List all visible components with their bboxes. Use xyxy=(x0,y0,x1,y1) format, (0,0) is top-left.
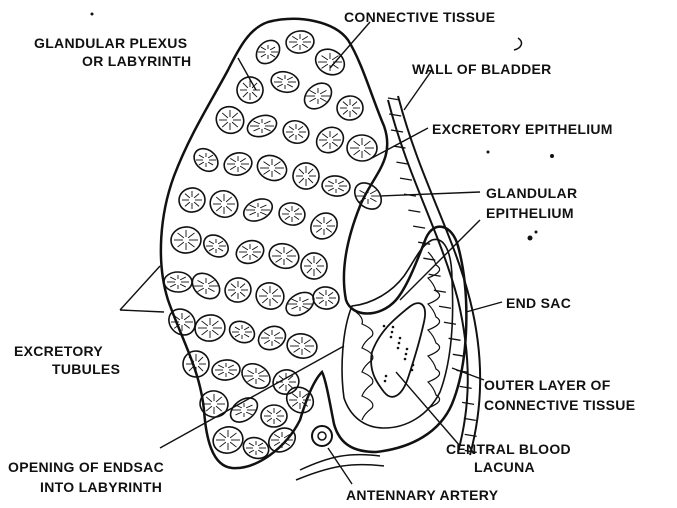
label-outer-layer-line1: OUTER LAYER OF xyxy=(484,377,611,393)
label-excretory-tubules-line2: TUBULES xyxy=(52,361,120,377)
central-blood-lacuna xyxy=(371,303,425,397)
bladder-wall-inner xyxy=(388,100,468,452)
label-excretory-tubules-line1: EXCRETORY xyxy=(14,343,103,359)
label-central-blood-line2: LACUNA xyxy=(474,459,535,475)
tubule-cell xyxy=(252,36,285,69)
tubule-cell xyxy=(288,158,324,194)
label-central-blood-line1: CENTRAL BLOOD xyxy=(446,441,571,457)
label-wall-of-bladder: WALL OF BLADDER xyxy=(412,61,552,77)
tubule-cell xyxy=(178,346,215,383)
tubule-cell xyxy=(164,304,201,341)
tubule-cell xyxy=(252,279,288,314)
tubule-cell xyxy=(222,275,253,305)
tubule-cell xyxy=(299,78,336,114)
tubule-cell xyxy=(245,112,280,141)
tubule-cell xyxy=(269,69,301,95)
tubule-cell xyxy=(211,101,249,138)
tubule-cell xyxy=(306,208,343,244)
tubule-cell xyxy=(285,331,319,360)
label-outer-layer-line2: CONNECTIVE TISSUE xyxy=(484,397,635,413)
tubule-cell xyxy=(336,95,363,120)
tubule-cell xyxy=(210,423,246,456)
tubule-cell xyxy=(261,405,287,427)
leader-opening xyxy=(160,346,344,448)
label-glandular-plexus-line1: GLANDULAR PLEXUS xyxy=(34,35,187,51)
tubule-cell xyxy=(254,151,291,185)
tubule-cell xyxy=(226,317,258,347)
tubule-cell xyxy=(193,313,227,344)
leader-excretory-epithelium xyxy=(372,128,428,158)
excretory-tubules-group xyxy=(164,29,387,462)
tubule-cell xyxy=(211,359,241,381)
tubule-cell xyxy=(280,118,312,147)
artery-vessel xyxy=(296,455,384,480)
tubule-cell xyxy=(190,144,223,176)
tubule-cell xyxy=(200,231,233,262)
tubule-cell xyxy=(285,29,316,55)
label-glandular-epithelium-line2: EPITHELIUM xyxy=(486,205,574,221)
leader-excretory-tubules-2 xyxy=(120,310,164,312)
tubule-cell xyxy=(187,268,224,304)
tubule-cell xyxy=(233,237,267,267)
tubule-cell xyxy=(206,186,243,222)
tubule-cell xyxy=(240,195,276,226)
antennary-artery xyxy=(312,426,332,446)
tubule-cell xyxy=(321,174,351,197)
tubule-cell xyxy=(226,393,262,427)
tubule-cell xyxy=(312,286,340,311)
tubule-cell xyxy=(255,322,290,354)
label-connective-tissue: CONNECTIVE TISSUE xyxy=(344,9,495,25)
leader-glandular-epithelium-2 xyxy=(400,220,480,300)
label-glandular-epithelium-line1: GLANDULAR xyxy=(486,185,577,201)
label-excretory-epithelium: EXCRETORY EPITHELIUM xyxy=(432,121,613,137)
tubule-cell xyxy=(311,44,349,80)
tubule-cell xyxy=(296,248,332,284)
tubule-cell xyxy=(222,150,254,178)
label-glandular-plexus-line2: OR LABYRINTH xyxy=(82,53,191,69)
stray-mark-hook xyxy=(514,38,521,50)
leader-glandular-plexus xyxy=(238,58,256,90)
tubule-cell xyxy=(266,240,302,272)
tubule-cell xyxy=(164,272,192,292)
leader-glandular-epithelium-1 xyxy=(380,192,480,196)
leader-excretory-tubules-1 xyxy=(120,266,160,310)
end-sac-wall xyxy=(342,239,453,428)
tubule-cell xyxy=(282,288,318,321)
label-antennary-artery: ANTENNARY ARTERY xyxy=(346,487,499,503)
label-opening-line1: OPENING OF ENDSAC xyxy=(8,459,164,475)
tubule-cell xyxy=(170,226,202,254)
tubule-cell xyxy=(312,122,349,158)
tubule-cell xyxy=(277,201,307,228)
label-end-sac: END SAC xyxy=(506,295,571,311)
tubule-cell xyxy=(270,366,303,398)
label-opening-line2: INTO LABYRINTH xyxy=(40,479,162,495)
tubule-cell xyxy=(177,186,206,214)
